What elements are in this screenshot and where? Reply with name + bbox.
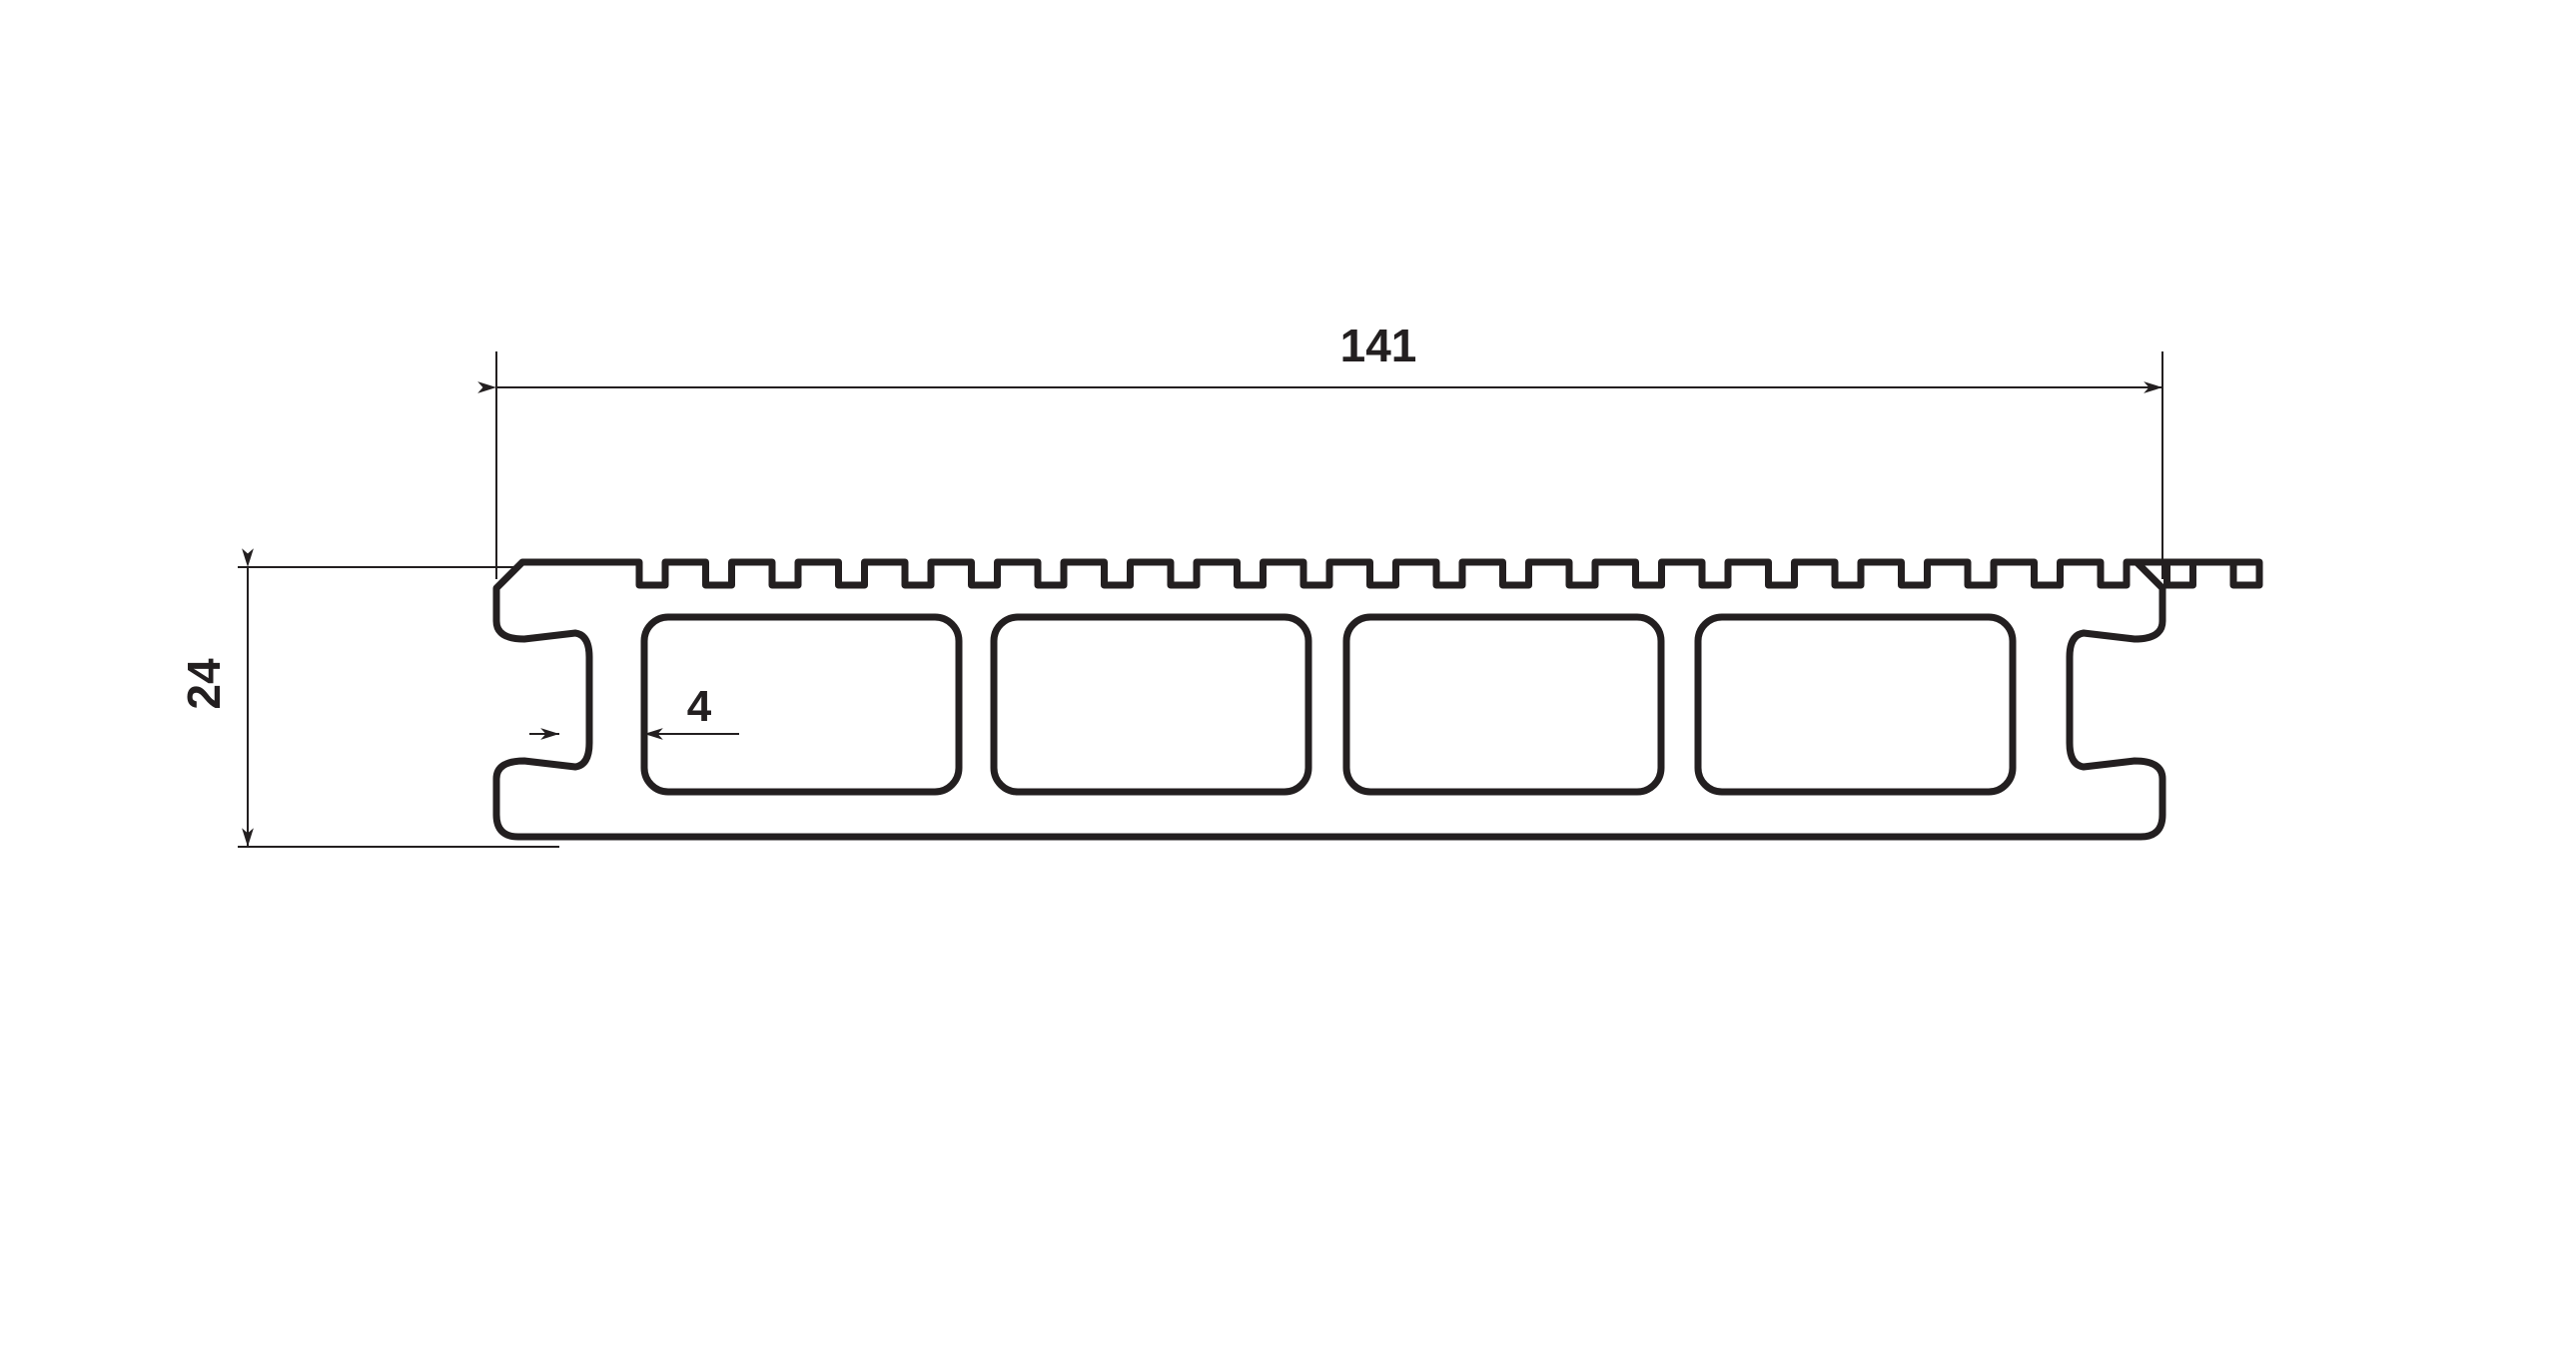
hollow-chamber [1694,613,2017,796]
dimension-label-width: 141 [1340,320,1417,371]
dimension-lines [242,381,2163,848]
profile-outer-contour [492,558,2263,841]
profile-outline-group [492,558,2263,841]
dimension-label-wall-thickness: 4 [687,682,712,731]
hollow-chambers-group [640,613,2017,796]
extension-lines [238,351,2163,848]
hollow-chamber [990,613,1312,796]
hollow-chamber [640,613,963,796]
hollow-chamber [1342,613,1665,796]
dimension-label-height: 24 [178,658,230,710]
